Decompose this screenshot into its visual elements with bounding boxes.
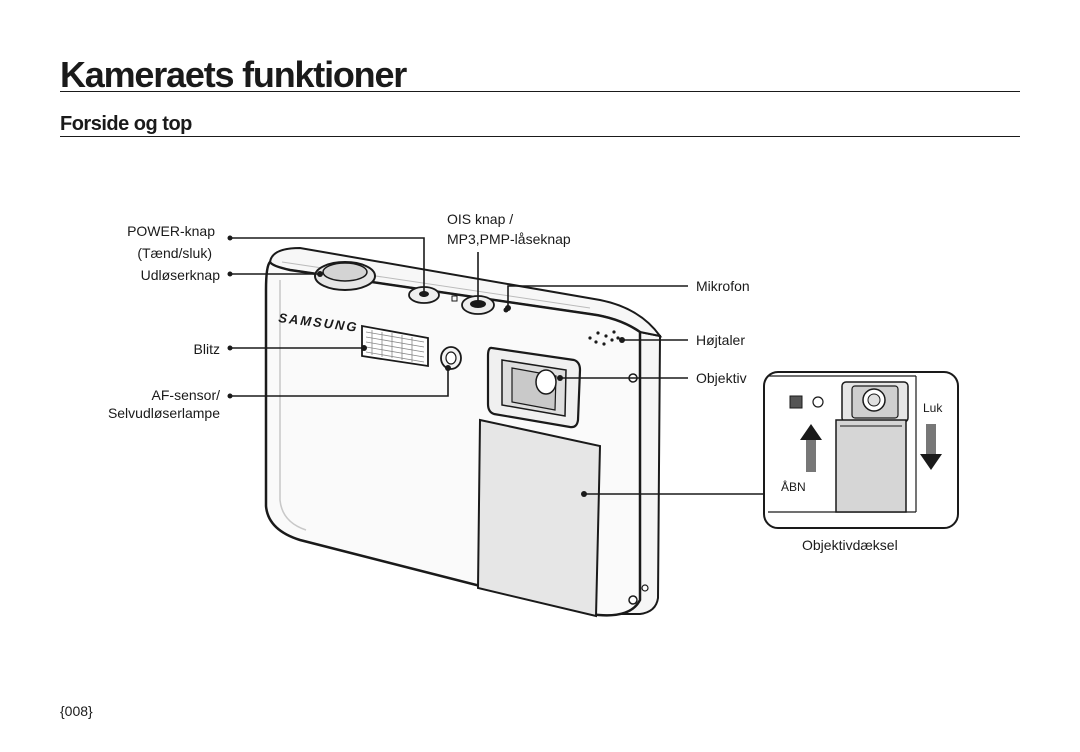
- label-microphone: Mikrofon: [696, 278, 750, 294]
- label-power-line2: (Tænd/sluk): [137, 245, 212, 261]
- label-flash: Blitz: [194, 341, 220, 357]
- label-speaker: Højtaler: [696, 332, 745, 348]
- label-lens: Objektiv: [696, 370, 747, 386]
- label-lens-cover: Objektivdæksel: [802, 537, 898, 553]
- title-rule: [60, 91, 1020, 92]
- af-sensor: [440, 346, 462, 370]
- section-rule: [60, 136, 1020, 137]
- inset-label-open: ÅBN: [781, 479, 806, 494]
- section-title: Forside og top: [60, 113, 192, 135]
- arrow-down-icon: [920, 424, 942, 470]
- lens-cover-inset: Luk ÅBN: [763, 371, 959, 529]
- lens-cover: [476, 418, 602, 618]
- flash-window: [361, 324, 429, 368]
- label-af-line1: AF-sensor/: [152, 387, 221, 403]
- page-number: {008}: [60, 703, 93, 719]
- page-title: Kameraets funktioner: [60, 54, 407, 95]
- label-shutter: Udløserknap: [141, 267, 221, 283]
- label-ois-line2: MP3,PMP-låseknap: [447, 231, 571, 247]
- label-ois-line1: OIS knap /: [447, 211, 513, 227]
- inset-label-close: Luk: [923, 401, 943, 415]
- speaker-grille: [588, 330, 620, 346]
- label-power-line1: POWER-knap: [127, 223, 215, 239]
- callout-lines: [230, 237, 764, 495]
- lens: [486, 346, 582, 429]
- shutter-button: [314, 261, 376, 291]
- label-af-line2: Selvudløserlampe: [108, 405, 220, 421]
- callout-dots: [227, 235, 625, 497]
- arrow-up-icon: [800, 424, 822, 472]
